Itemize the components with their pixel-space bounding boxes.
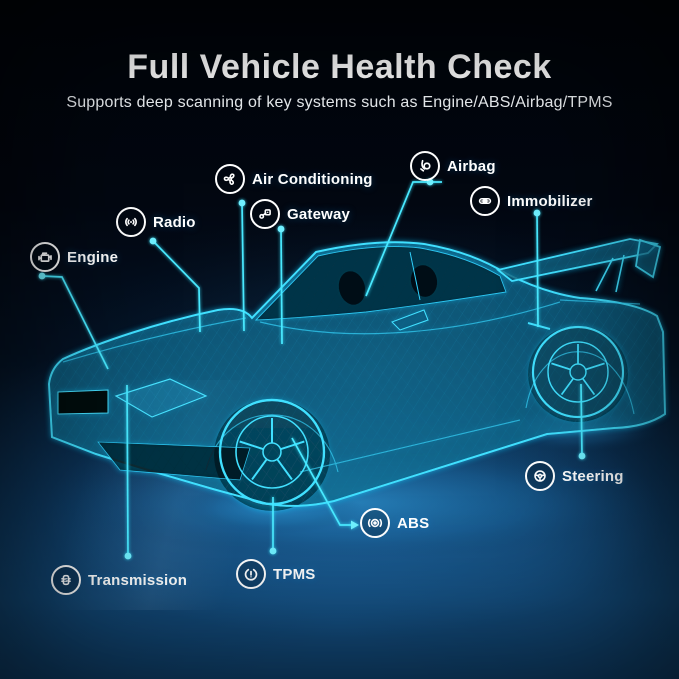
svg-text:S: S — [64, 578, 68, 584]
system-label-text: Immobilizer — [507, 192, 593, 210]
system-label-engine: Engine — [30, 242, 118, 272]
page-subtitle: Supports deep scanning of key systems su… — [66, 94, 613, 111]
page-title: Full Vehicle Health Check — [127, 48, 552, 86]
car-wireframe-illustration — [48, 238, 666, 511]
system-label-text: TPMS — [273, 565, 316, 583]
system-label-text: Gateway — [287, 205, 351, 223]
system-label-text: Transmission — [88, 571, 188, 589]
gateway-icon — [250, 199, 280, 229]
system-label-transmission: S Transmission — [51, 565, 187, 595]
system-label-gateway: Gateway — [250, 199, 350, 229]
immobilizer-icon — [470, 186, 500, 216]
abs-icon — [360, 508, 390, 538]
air-conditioning-icon — [215, 164, 245, 194]
system-label-abs: ABS — [360, 508, 429, 538]
leader-tpms — [269, 497, 277, 555]
system-label-text: Airbag — [447, 157, 496, 175]
leader-immobilizer — [533, 209, 541, 328]
leader-transmission — [124, 384, 132, 560]
leader-steering — [578, 383, 586, 460]
system-label-text: Radio — [153, 213, 196, 231]
leader-air-conditioning — [238, 199, 246, 332]
system-label-tpms: TPMS — [236, 559, 315, 589]
system-label-airbag: Airbag — [410, 151, 496, 181]
system-label-text: Steering — [562, 467, 624, 485]
system-label-steering: Steering — [525, 461, 624, 491]
system-label-immobilizer: Immobilizer — [470, 186, 593, 216]
engine-icon — [30, 242, 60, 272]
steering-icon — [525, 461, 555, 491]
tpms-icon — [236, 559, 266, 589]
leader-lines — [38, 178, 586, 560]
airbag-icon — [410, 151, 440, 181]
system-label-text: Air Conditioning — [252, 170, 373, 188]
system-label-radio: Radio — [116, 207, 196, 237]
radio-icon — [116, 207, 146, 237]
system-label-text: Engine — [67, 248, 119, 266]
system-label-air-conditioning: Air Conditioning — [215, 164, 373, 194]
system-label-text: ABS — [397, 514, 430, 532]
transmission-icon: S — [51, 565, 81, 595]
leader-abs — [291, 437, 359, 530]
leader-gateway — [277, 225, 285, 345]
leader-engine — [38, 272, 109, 370]
leader-radio — [149, 237, 201, 333]
